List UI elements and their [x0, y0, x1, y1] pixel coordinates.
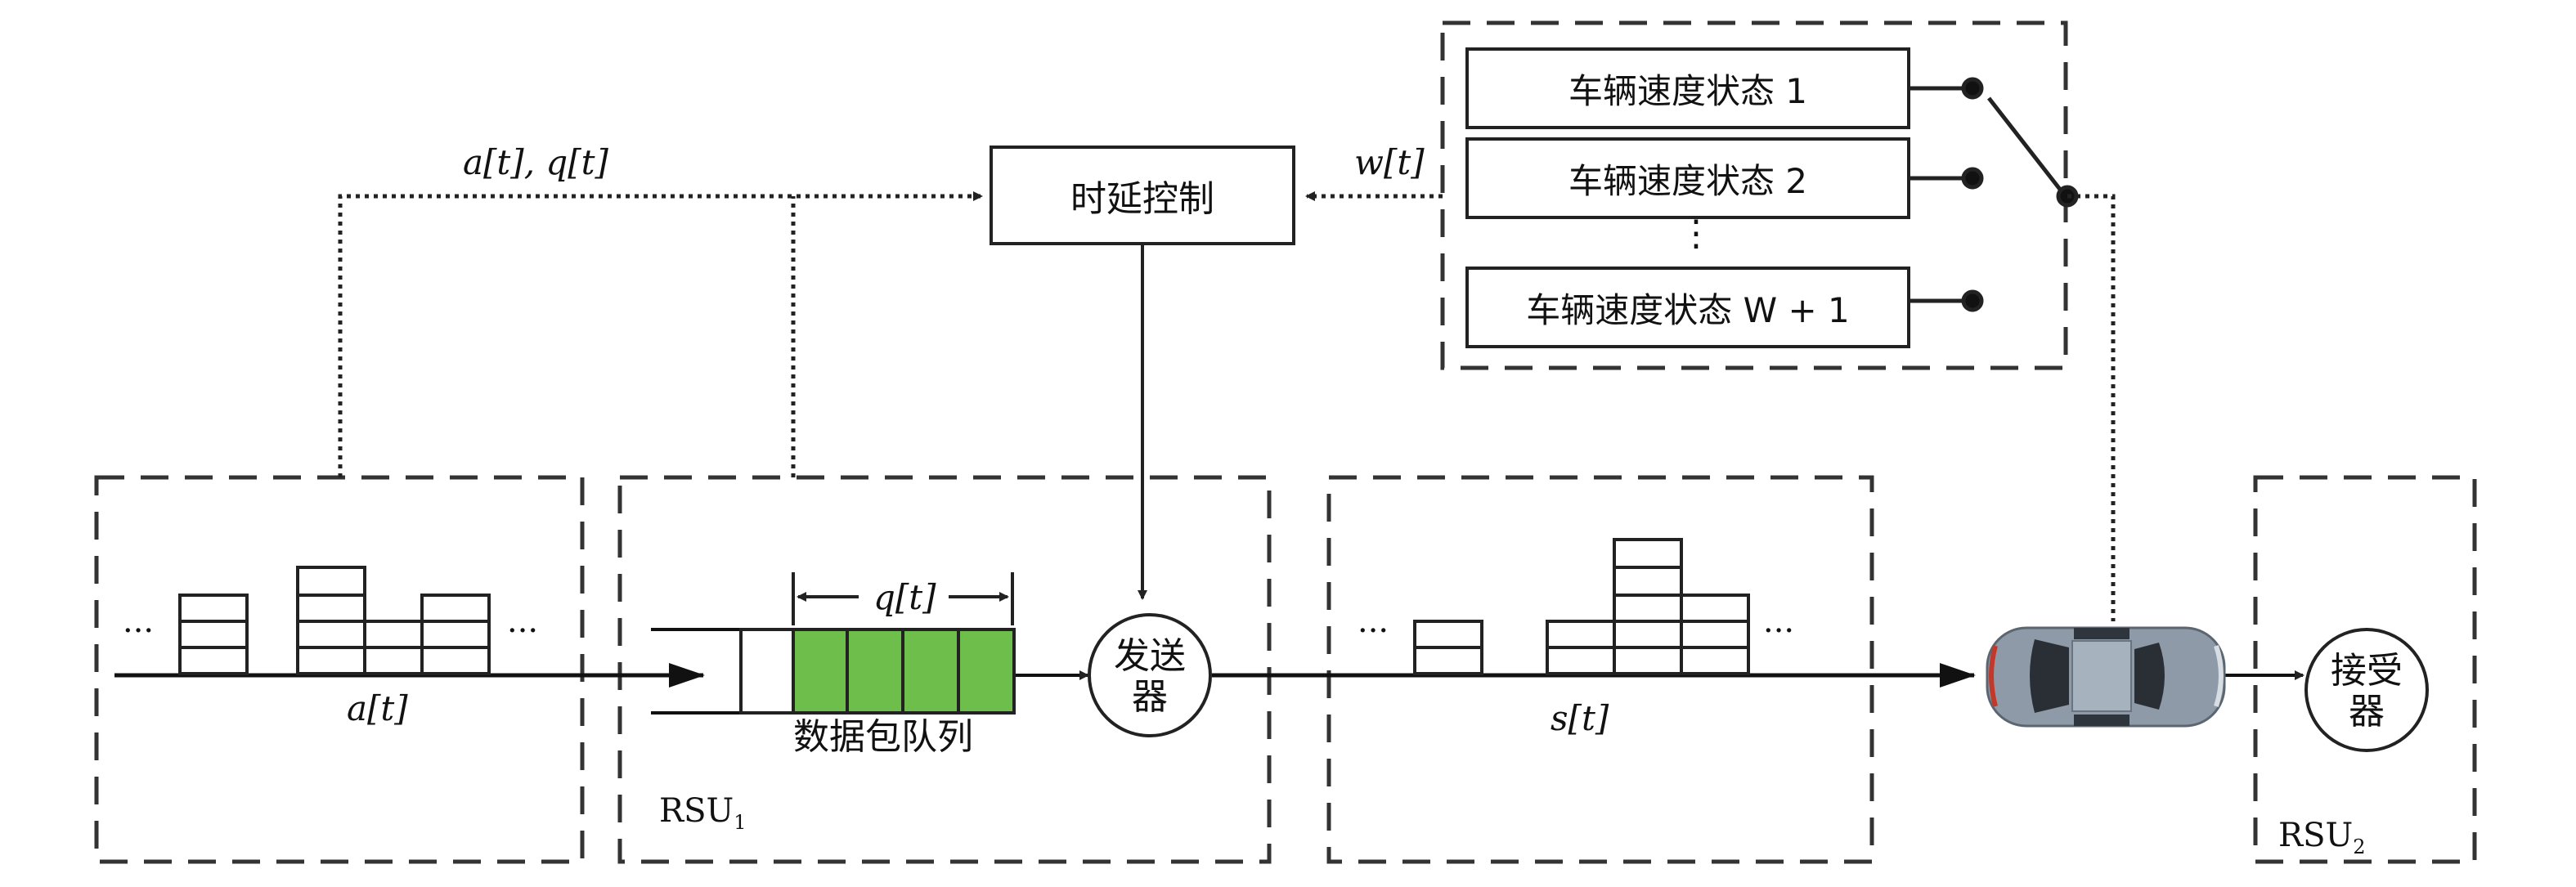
receiver-circle: [2304, 628, 2429, 752]
ellipsis-left-2: ···: [507, 612, 539, 650]
s-t-label: s[t]: [1551, 698, 1609, 738]
ellipsis-mid-1: ···: [1358, 612, 1389, 650]
speed-state-2-label: 车辆速度状态 2: [1568, 160, 1808, 201]
service-histogram: [1413, 538, 1750, 675]
dashed-box-service: [1326, 475, 1874, 864]
vdots-label: ⋮: [1678, 213, 1714, 254]
rsu2-label: RSU2: [2278, 817, 2366, 858]
delay-control-box: [990, 146, 1295, 245]
q-t-label: q[t]: [873, 577, 936, 617]
rsu1-label: RSU1: [659, 792, 747, 834]
switch-contact-w1: [1961, 289, 1984, 312]
delay-control-label: 时延控制: [1070, 178, 1214, 220]
transmitter-label: 发送器: [1114, 635, 1186, 718]
arrival-histogram: [178, 566, 491, 675]
w-signal-label: w[t]: [1354, 142, 1425, 182]
car-icon: [1986, 626, 2226, 728]
speed-state-w1-label: 车辆速度状态 W + 1: [1526, 289, 1850, 330]
packet-queue: [739, 628, 1016, 715]
a-t-label: a[t]: [347, 688, 408, 728]
speed-state-2-box: [1465, 137, 1910, 219]
dashed-box-rsu2: [2253, 475, 2477, 864]
switch-contact-2: [1961, 167, 1984, 190]
speed-state-1-label: 车辆速度状态 1: [1568, 70, 1808, 111]
dashed-box-rsu1: [617, 475, 1272, 864]
speed-state-w1-box: [1465, 267, 1910, 348]
ellipsis-left-1: ···: [123, 612, 155, 650]
aq-signal-label: a[t], q[t]: [463, 142, 608, 182]
transmitter-circle: [1088, 613, 1212, 737]
ellipsis-mid-2: ···: [1763, 612, 1795, 650]
packet-queue-label: 数据包队列: [793, 716, 973, 758]
switch-contact-1: [1961, 77, 1984, 100]
receiver-label: 接受器: [2331, 650, 2403, 732]
